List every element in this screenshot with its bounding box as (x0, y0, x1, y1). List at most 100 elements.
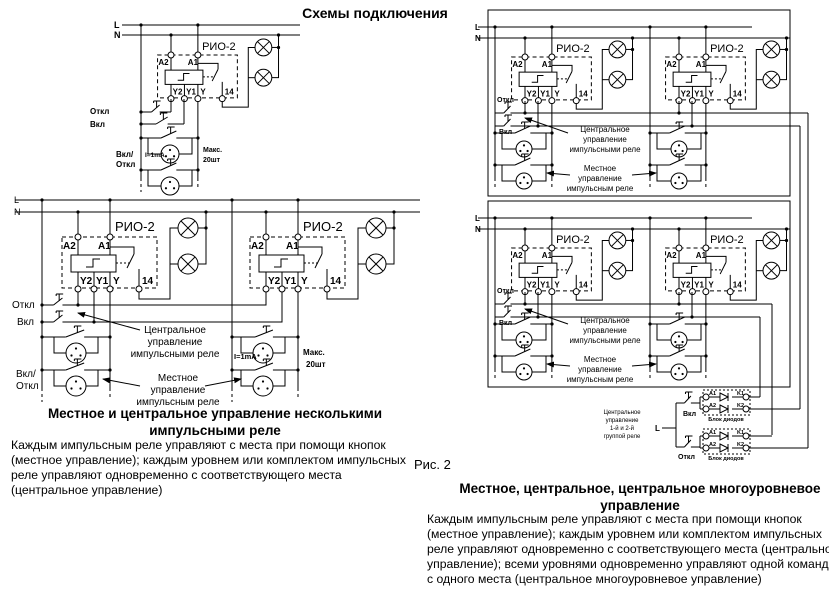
junction-dot (523, 111, 527, 115)
illuminated-button-dot (522, 335, 526, 338)
terminal-a2 (675, 53, 683, 61)
illuminated-button-dot (677, 335, 681, 338)
pointer-arrow (524, 308, 569, 325)
on-off-label: Вкл/ (116, 150, 134, 159)
illuminated-button-dot (526, 181, 529, 185)
terminal-label-a2: A2 (666, 60, 677, 69)
lamp-cross (257, 71, 270, 84)
diode-cathode-label: K1 (737, 391, 744, 397)
terminal-a1 (194, 51, 202, 59)
junction-dot (704, 216, 708, 220)
junction-dot (204, 210, 208, 214)
terminal-a1 (702, 53, 710, 61)
terminal-label-y2: Y2 (268, 276, 281, 287)
wire (501, 133, 516, 150)
wire (86, 370, 99, 387)
junction-dot (139, 110, 143, 114)
wire (53, 337, 66, 354)
junction-dot (704, 322, 708, 326)
terminal-a2 (167, 51, 175, 59)
diode-cathode-label: K2 (737, 442, 744, 448)
wire (687, 324, 702, 341)
wire (179, 138, 193, 155)
group-control-note: 1-й и 2-й (610, 425, 634, 432)
local-button-contact (65, 362, 85, 371)
illuminated-button-dot (70, 387, 73, 390)
terminal-label-y1: Y1 (540, 280, 550, 289)
group-off-button-contact (684, 439, 692, 448)
junction-dot (76, 303, 80, 307)
caption-line: Каждым импульсным реле управляют с места… (427, 512, 802, 526)
line-label-l: L (655, 424, 660, 433)
line-label-n: N (475, 34, 481, 43)
junction-dot (493, 163, 497, 167)
pointer-arrow (102, 377, 141, 387)
terminal-label-a2: A2 (512, 251, 523, 260)
wire (147, 138, 161, 155)
local-button-contact (669, 157, 685, 166)
illuminated-button-icon (65, 342, 87, 364)
local-button-contact (669, 348, 685, 357)
terminal-y (702, 97, 710, 105)
terminal-label-y2: Y2 (527, 280, 537, 289)
caption-line: (местное управление); каждым уровнем или… (427, 527, 822, 541)
central-off-label: Откл (12, 300, 35, 311)
lamp-wire (575, 239, 609, 301)
diode-anode-label: A1 (709, 430, 716, 436)
terminal-label-y2: Y2 (681, 89, 691, 98)
junction-dot (108, 198, 112, 202)
illuminated-button-dot (257, 387, 260, 390)
right-caption-title: Местное, центральное, центральное многоу… (440, 480, 829, 514)
pointer-arrow (204, 377, 242, 387)
relay-contact (565, 71, 573, 84)
junction-dot (630, 227, 635, 231)
lamp-wire (271, 35, 280, 79)
lamp-wire (729, 239, 763, 301)
junction-dot (690, 315, 694, 319)
relay-contact (719, 71, 727, 84)
right-caption-title-line: управление (600, 498, 680, 513)
terminal-label-y: Y (200, 87, 206, 96)
terminal-label-y: Y (708, 280, 714, 289)
diode-anode-label: A2 (709, 403, 716, 409)
junction-dot (493, 131, 497, 135)
junction-dot (40, 320, 44, 324)
on-button-contact (155, 116, 168, 125)
local-button-contact (160, 162, 177, 171)
wire (53, 370, 66, 387)
contact-wire (110, 246, 135, 254)
diode-anode-label: A2 (709, 442, 716, 448)
caption-line: с одного места (центральное многоуровнев… (427, 572, 762, 586)
illuminated-button-dot (70, 354, 73, 357)
lamp-wire (221, 46, 255, 108)
terminal-label-y1: Y1 (540, 89, 550, 98)
group-control-note: управление (606, 418, 639, 424)
terminal-label-a1: A1 (696, 251, 707, 260)
terminal-label-a1: A1 (696, 60, 707, 69)
wire (501, 356, 516, 373)
wire (501, 324, 516, 341)
relay-name-label: РИО-2 (115, 219, 155, 234)
junction-dot (230, 335, 234, 339)
caption-line: реле управляют одновременно с соответств… (427, 542, 829, 556)
coil-step-symbol (531, 74, 544, 83)
junction-dot (523, 302, 527, 306)
illuminated-button-icon (670, 363, 688, 381)
pointer-arrow (524, 117, 569, 134)
terminal-a1 (106, 233, 114, 241)
junction-dot (139, 23, 143, 27)
terminal-a1 (702, 244, 710, 252)
terminal-y (194, 95, 202, 103)
terminal-a2 (521, 244, 529, 252)
terminal-14 (726, 288, 734, 296)
terminal-label-y1: Y1 (96, 276, 109, 287)
junction-dot (264, 210, 268, 214)
junction-dot (230, 368, 234, 372)
lamp-cross (611, 43, 624, 56)
illuminated-button-dot (677, 144, 681, 147)
junction-dot (536, 315, 540, 319)
junction-dot (296, 335, 300, 339)
central-on-button-contact (503, 309, 511, 318)
